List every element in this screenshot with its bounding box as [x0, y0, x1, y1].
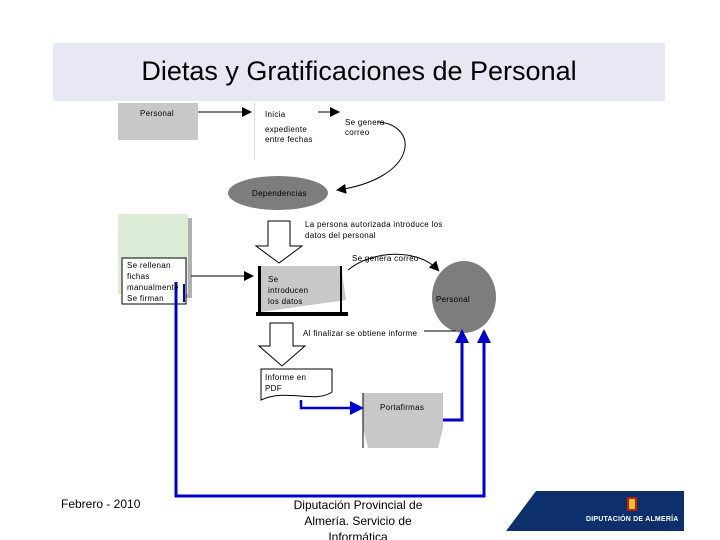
informe-label-2: PDF: [265, 384, 282, 393]
fichas-label-3: manualmente: [127, 283, 179, 292]
footer-organization: Diputación Provincial de Almería. Servic…: [266, 497, 450, 540]
personal-right-oval: [432, 261, 496, 333]
entre-fechas-label: entre fechas: [265, 135, 313, 144]
fichas-label-1: Se rellenan: [127, 261, 171, 270]
down-arrow-2: [257, 322, 307, 367]
portafirmas-box: [363, 393, 443, 448]
al-finalizar-label: Al finalizar se obtiene informe: [303, 329, 418, 338]
informe-pdf-doc: [260, 368, 333, 401]
fichas-label-2: fichas: [127, 272, 150, 281]
personal-right-label: Personal: [436, 295, 470, 304]
logo-text: DIPUTACIÓN DE ALMERÍA: [586, 516, 679, 523]
title-band: [53, 43, 665, 101]
dependencias-label: Dependencias: [252, 189, 307, 198]
se-genera-correo-label: Se genera correo: [352, 254, 419, 263]
inicia-label: Inicia: [265, 110, 286, 119]
down-arrow-1: [254, 220, 304, 264]
informe-label-1: Informe en: [265, 373, 307, 382]
personal-start-label: Personal: [140, 109, 174, 118]
footer-org-line-2: Almería. Servicio de: [304, 514, 412, 528]
personal-start-box: [118, 103, 198, 140]
introducen-label-2: introducen: [268, 286, 309, 295]
introducen-label-1: Se: [268, 275, 279, 284]
se-genera-label: Se genera: [345, 118, 385, 127]
expediente-label: expediente: [265, 125, 308, 134]
curve-genera-to-dependencias: [336, 121, 406, 194]
introducen-trapezoid: [260, 266, 346, 312]
blue-connector-outer: [174, 282, 491, 498]
autorizada-label-2: datos del personal: [305, 231, 376, 240]
footer-org-line-1: Diputación Provincial de: [293, 498, 423, 512]
diputacion-logo: [506, 491, 684, 531]
footer-date: Febrero - 2010: [61, 497, 141, 511]
fichas-label-4: Se firman: [127, 294, 164, 303]
se-genera-correo-box: [340, 103, 402, 143]
portafirmas-label: Portafirmas: [380, 403, 425, 412]
arrow-informe-to-portafirmas: [299, 400, 364, 415]
blue-connector-portafirmas: [443, 329, 469, 422]
introducen-label-3: los datos: [268, 297, 303, 306]
curve-introducen-to-personal: [347, 253, 440, 272]
footer-org-line-3: Informática: [328, 530, 388, 540]
correo-label: correo: [345, 128, 370, 137]
autorizada-label-1: La persona autorizada introduce los: [305, 220, 443, 229]
page-title: Dietas y Gratificaciones de Personal: [141, 56, 577, 86]
dependencias-oval: [228, 176, 328, 210]
